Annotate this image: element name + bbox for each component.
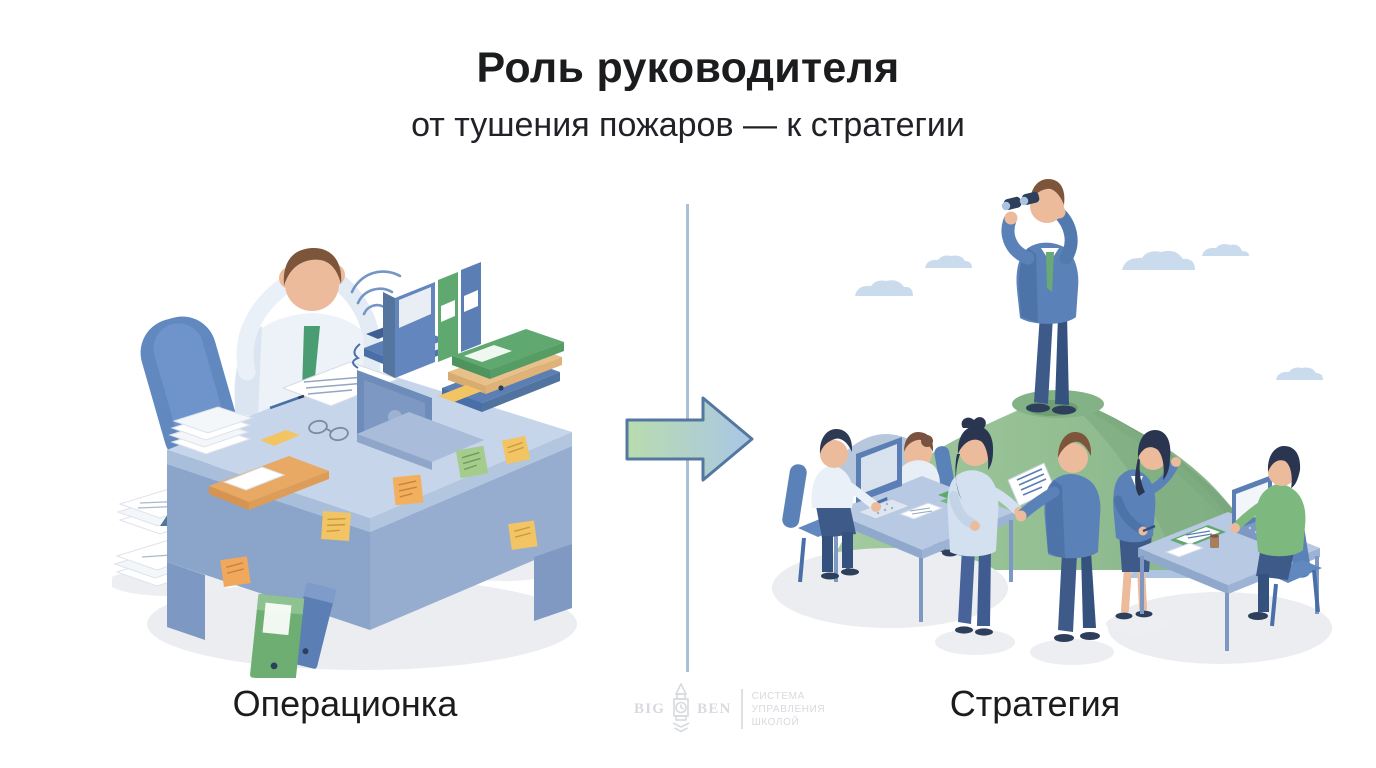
arrow-right-svg: [625, 396, 754, 482]
sticky-notes-front: [220, 435, 538, 587]
logo-brand-right: BEN: [697, 700, 732, 717]
leader-with-binoculars: [1001, 179, 1079, 415]
tagline-line-2: УПРАВЛЕНИЯ: [751, 703, 826, 715]
header: Роль руководителя от тушения пожаров — к…: [0, 44, 1376, 145]
head: [285, 257, 339, 311]
ringing-arcs-icon: [350, 270, 402, 316]
arrow-right-icon: [620, 389, 760, 491]
file-organizer: [383, 262, 481, 378]
bigben-logo: BIG BEN СИСТЕМА УПРАВЛЕНИЯ ШКОЛОЙ: [634, 683, 825, 735]
binder-stack-on-desk: [442, 329, 564, 412]
binoculars-icon: [1001, 191, 1040, 211]
tagline-line-1: СИСТЕМА: [751, 690, 805, 702]
logo-brand: BIG BEN: [634, 683, 732, 735]
document-sheet: [281, 361, 400, 407]
operations-illustration: [112, 247, 577, 678]
monitor-icon: [856, 437, 902, 513]
clouds: [855, 244, 1323, 380]
hair: [283, 247, 342, 286]
left-panel-label: Операционка: [232, 683, 458, 724]
tagline-line-3: ШКОЛОЙ: [751, 716, 800, 728]
leader-tie: [1046, 252, 1054, 292]
laptop-icon: [357, 370, 484, 470]
big-ben-tower-icon: [672, 683, 690, 733]
logo-brand-left: BIG: [634, 700, 666, 717]
green-folder-document: [1170, 525, 1226, 547]
team-desk-right: [1106, 430, 1332, 664]
paper-stack-on-desk: [168, 406, 254, 455]
shared-document: [1007, 462, 1056, 507]
page-title: Роль руководителя: [476, 44, 900, 92]
logo-separator: [740, 689, 743, 729]
right-panel-label: Стратегия: [949, 683, 1121, 724]
page-subtitle: от тушения пожаров — к стратегии: [411, 106, 965, 144]
flat-binder-with-papers: [209, 456, 329, 510]
logo-tagline: СИСТЕМА УПРАВЛЕНИЯ ШКОЛОЙ: [752, 690, 826, 729]
coffee-cup-icon: [1210, 534, 1219, 548]
standing-discussion-pair: [935, 417, 1114, 665]
sticky-notes-desktop: [260, 385, 482, 446]
glasses-icon: [308, 419, 349, 442]
pen-icon: [269, 394, 305, 410]
floor-binders: [250, 582, 337, 678]
strategy-illustration: [772, 179, 1332, 665]
